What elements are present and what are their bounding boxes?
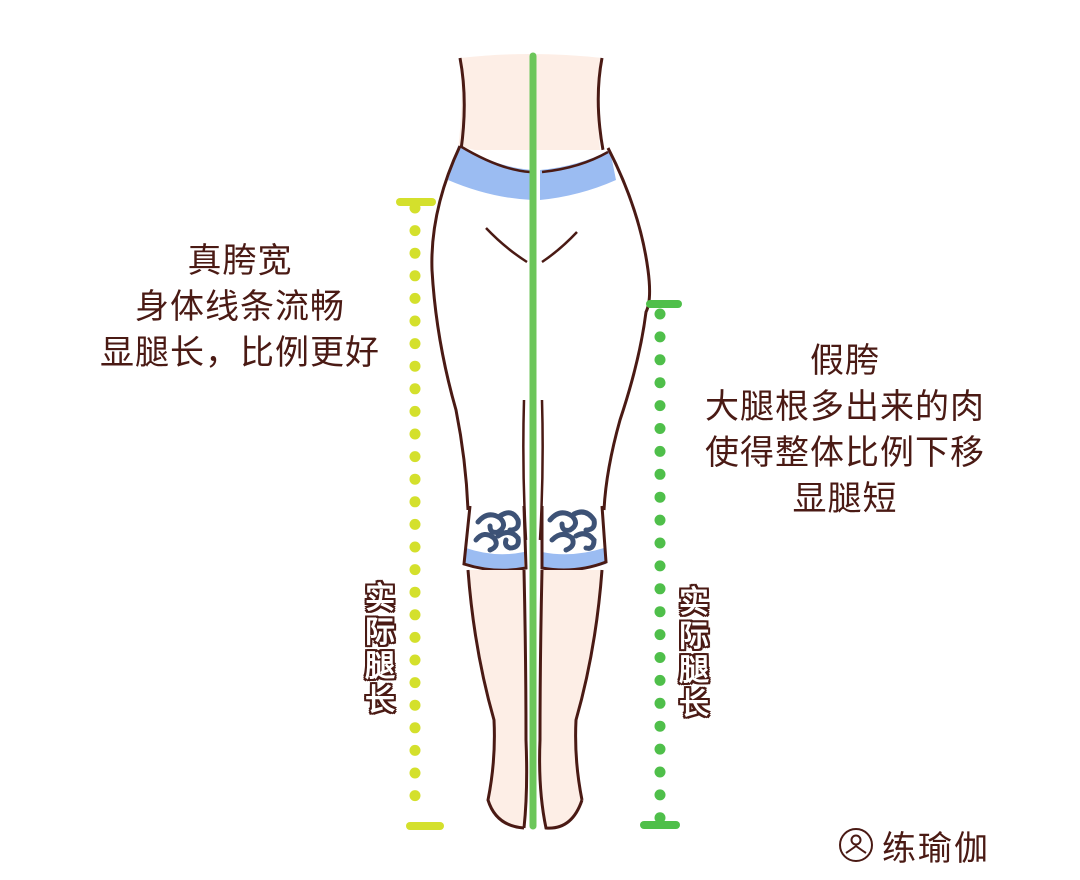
right-caption-line3: 显腿短: [792, 479, 898, 519]
left-caption-title: 真胯宽: [187, 241, 293, 281]
right-caption-line1: 大腿根多出来的肉: [705, 387, 985, 427]
label-char: 腿: [365, 649, 395, 684]
right-caption: 假胯 大腿根多出来的肉 使得整体比例下移 显腿短: [680, 338, 1010, 522]
right-measure-line: [640, 300, 682, 829]
watermark: 练瑜伽: [838, 823, 990, 869]
left-caption: 真胯宽 身体线条流畅 显腿长，比例更好: [80, 238, 400, 376]
label-char: 腿: [679, 653, 709, 688]
right-caption-line2: 使得整体比例下移: [705, 433, 985, 473]
left-caption-line2: 显腿长，比例更好: [100, 333, 380, 373]
yoga-person-circle-icon: [839, 828, 873, 862]
label-char: 长: [679, 687, 709, 722]
label-char: 实: [679, 585, 709, 620]
pants: [430, 144, 652, 572]
left-caption-line1: 身体线条流畅: [135, 287, 345, 327]
label-char: 际: [679, 619, 709, 654]
lower-legs: [466, 569, 604, 830]
label-char: 实: [365, 581, 395, 616]
label-char: 长: [365, 683, 395, 718]
watermark-text: 练瑜伽: [882, 828, 990, 869]
left-leg-length-label: 实 际 腿 长: [360, 582, 400, 718]
label-char: 际: [365, 615, 395, 650]
left-measure-line: [396, 198, 444, 830]
right-leg-length-label: 实 际 腿 长: [674, 586, 714, 722]
right-caption-title: 假胯: [810, 341, 880, 381]
